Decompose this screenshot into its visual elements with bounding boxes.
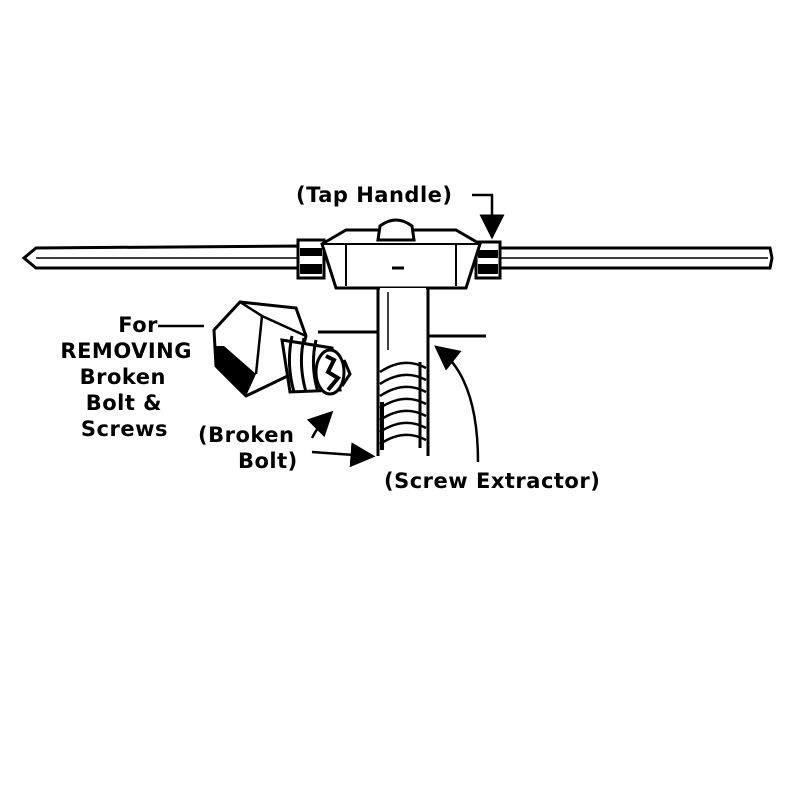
leader-screw-extractor [434, 345, 480, 463]
broken-bolt-label: (Broken Bolt) [198, 422, 297, 474]
screw-extractor-threads [379, 361, 427, 450]
purpose-line-5: Screws [80, 417, 168, 441]
purpose-line-1: For [118, 313, 158, 337]
tap-handle-right-bar [496, 246, 774, 270]
broken-bolt [212, 300, 352, 398]
broken-bolt-line-1: (Broken [198, 423, 295, 447]
tap-handle-left-collar [296, 238, 326, 280]
tap-handle-knob [376, 218, 416, 242]
purpose-line-3: Broken [79, 365, 166, 389]
purpose-line-4: Bolt & [85, 391, 162, 415]
purpose-label: For REMOVING Broken Bolt & Screws [38, 312, 191, 442]
tap-handle-label: (Tap Handle) [296, 183, 453, 207]
tap-handle-center-block [320, 228, 482, 290]
leader-broken-bolt [311, 442, 376, 468]
screw-extractor-label: (Screw Extractor) [384, 469, 601, 493]
workpiece-surface-line [318, 330, 486, 338]
leader-tap-handle [472, 193, 505, 240]
leader-broken-bolt-tip [306, 410, 334, 439]
tap-handle-left-bar [21, 244, 304, 270]
purpose-line-2: REMOVING [60, 339, 192, 363]
broken-bolt-line-2: Bolt) [238, 449, 298, 473]
